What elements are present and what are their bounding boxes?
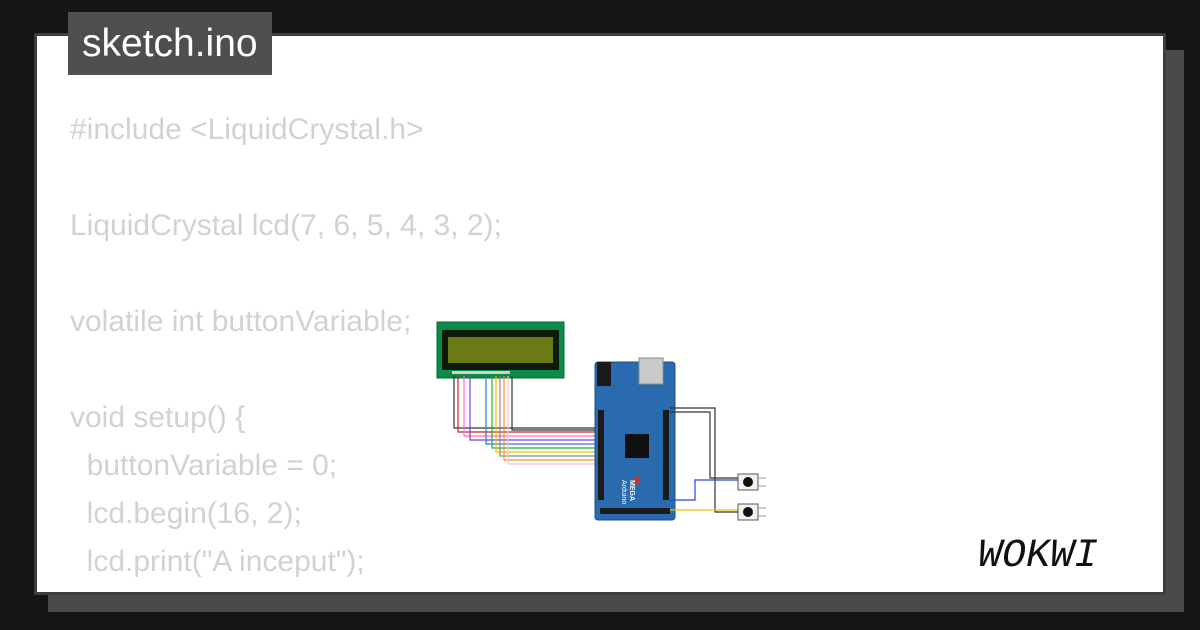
wokwi-logo-text: WOKWI — [978, 534, 1098, 576]
button-wires — [670, 407, 738, 513]
code-line: volatile int buttonVariable; — [70, 305, 412, 338]
lcd-wires — [453, 376, 595, 465]
push-button-1 — [737, 473, 766, 491]
arduino-mega-board: Arduino MEGA — [594, 357, 676, 521]
board-label-model: MEGA — [628, 480, 635, 501]
code-preview: #include <LiquidCrystal.h> LiquidCrystal… — [70, 106, 502, 592]
board-label: Arduino — [620, 480, 627, 504]
code-line — [70, 154, 502, 202]
code-line: LiquidCrystal lcd(7, 6, 5, 4, 3, 2); — [70, 209, 502, 242]
code-line: #include <LiquidCrystal.h> — [70, 113, 424, 146]
lcd-display — [436, 321, 565, 379]
file-name-tab: sketch.ino — [68, 12, 272, 75]
circuit-diagram: Arduino MEGA — [436, 321, 766, 521]
code-line: buttonVariable = 0; — [70, 449, 338, 482]
push-button-2 — [737, 503, 766, 521]
file-name: sketch.ino — [82, 22, 258, 65]
code-line: lcd.print("A inceput"); — [70, 545, 365, 578]
code-line: void setup() { — [70, 401, 246, 434]
preview-card: #include <LiquidCrystal.h> LiquidCrystal… — [34, 33, 1166, 595]
code-line — [70, 250, 502, 298]
code-line: lcd.setCursor(0, 1); — [70, 586, 502, 592]
code-line: lcd.begin(16, 2); — [70, 497, 302, 530]
wokwi-logo: WOKWI — [978, 534, 1098, 576]
